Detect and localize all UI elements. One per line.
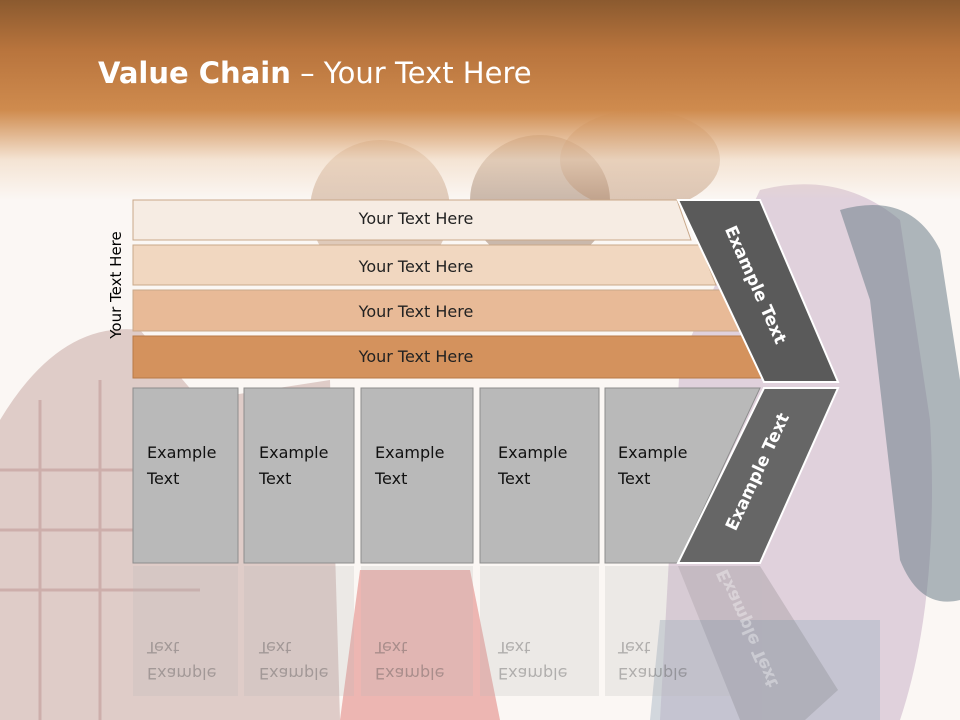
bar-1-label: Your Text Here [358, 209, 474, 228]
reflection-line2: Text [375, 638, 408, 657]
reflection-line1: Example [259, 664, 329, 683]
box-3-line1: Example [375, 443, 445, 462]
box-1-text: Example Text [147, 440, 216, 492]
box-5-line1: Example [618, 443, 688, 462]
box-1 [132, 387, 239, 564]
reflection-line1: Example [618, 664, 688, 683]
reflection-line2: Text [147, 638, 180, 657]
box-4 [479, 387, 600, 564]
box-2 [243, 387, 355, 564]
box-3-reflection-text: Example Text [375, 634, 444, 686]
box-reflection [605, 566, 755, 696]
slide-title: Value Chain – Your Text Here [98, 56, 532, 90]
box-1-line1: Example [147, 443, 217, 462]
reflection-line1: Example [375, 664, 445, 683]
box-reflection [133, 566, 238, 696]
box-2-reflection-text: Example Text [259, 634, 328, 686]
title-banner [0, 0, 960, 200]
box-4-text: Example Text [498, 440, 567, 492]
box-reflection [361, 566, 473, 696]
box-5-text: Example Text [618, 440, 687, 492]
chevron-reflection [678, 566, 838, 720]
box-1-line2: Text [147, 469, 180, 488]
reflection-line2: Text [498, 638, 531, 657]
box-3 [360, 387, 474, 564]
box-reflection [244, 566, 354, 696]
bar-1 [132, 199, 692, 241]
box-2-text: Example Text [259, 440, 328, 492]
box-3-text: Example Text [375, 440, 444, 492]
bar-2 [132, 244, 717, 286]
bar-2-label: Your Text Here [358, 257, 474, 276]
box-reflection [480, 566, 599, 696]
bar-4-label: Your Text Here [358, 347, 474, 366]
box-1-reflection-text: Example Text [147, 634, 216, 686]
box-4-line2: Text [498, 469, 531, 488]
chevron-lower [676, 387, 840, 564]
box-2-line2: Text [259, 469, 292, 488]
box-4-reflection-text: Example Text [498, 634, 567, 686]
bar-3-label: Your Text Here [358, 302, 474, 321]
reflection-line2: Text [259, 638, 292, 657]
box-4-line1: Example [498, 443, 568, 462]
box-3-line2: Text [375, 469, 408, 488]
title-bold: Value Chain [98, 56, 291, 90]
reflection-line2: Text [618, 638, 651, 657]
title-rest: – Your Text Here [290, 56, 532, 90]
reflection-line1: Example [498, 664, 568, 683]
box-2-line1: Example [259, 443, 329, 462]
reflection-line1: Example [147, 664, 217, 683]
chevron-upper [676, 199, 840, 383]
box-5-line2: Text [618, 469, 651, 488]
box-5-reflection-text: Example Text [618, 634, 687, 686]
